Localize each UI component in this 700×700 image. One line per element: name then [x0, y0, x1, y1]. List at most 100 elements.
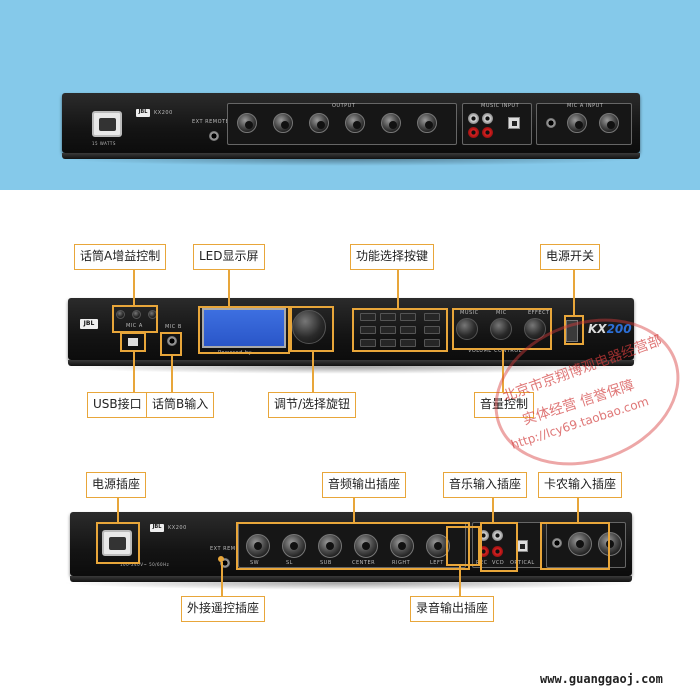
xlr-out-top-3 — [309, 113, 329, 133]
xlr-in-top-2 — [599, 113, 619, 133]
mic-jack-top — [546, 118, 556, 128]
func-btn-12[interactable] — [424, 339, 440, 347]
usb-port[interactable] — [128, 338, 138, 346]
xlr-in-2 — [598, 532, 622, 556]
xlr-out-5 — [390, 534, 414, 558]
brand-logo-bottom: JBL — [150, 524, 164, 532]
model-logo-front: KX200 — [588, 322, 632, 336]
func-btn-1[interactable] — [360, 313, 376, 321]
vcd-label: VCD — [492, 560, 505, 566]
rca-top-2 — [468, 127, 479, 138]
mic-volume-knob[interactable] — [490, 318, 512, 340]
site-url: www.guanggaoj.com — [540, 672, 663, 686]
output-header-top: OUTPUT — [332, 103, 356, 109]
xlr-in-1 — [568, 532, 592, 556]
func-btn-5[interactable] — [360, 326, 376, 334]
rca-2 — [478, 546, 489, 557]
func-btn-7[interactable] — [400, 326, 416, 334]
music-plate-top: MUSIC INPUT — [462, 103, 532, 145]
dot-ext-remote — [218, 556, 224, 562]
hl-music-input — [480, 522, 518, 572]
model-label-bottom: KX200 — [168, 525, 187, 531]
xlr-out-top-5 — [381, 113, 401, 133]
label-rec-output: 录音输出插座 — [410, 596, 495, 622]
volume-control-caption: VOLUME CONTROL — [468, 348, 522, 354]
out-label-sl: SL — [286, 560, 293, 566]
music-header-top: MUSIC INPUT — [481, 103, 520, 109]
label-ext-remote-socket: 外接遥控插座 — [181, 596, 266, 622]
xlr-out-top-6 — [417, 113, 437, 133]
func-btn-9[interactable] — [360, 339, 376, 347]
rear-device-top: 15 WATTS JBL KX200 EXT REMOTE OUTPUT MUS… — [62, 93, 640, 159]
vol-label-music: MUSIC — [460, 310, 479, 316]
func-btn-10[interactable] — [380, 339, 396, 347]
gain-knob-1[interactable] — [116, 310, 125, 319]
label-usb-port: USB接口 — [87, 392, 148, 418]
hl-volume — [452, 308, 552, 350]
func-btn-2[interactable] — [380, 313, 396, 321]
mic-a-label: MIC A — [126, 323, 143, 329]
optical-top — [508, 117, 520, 129]
model-label-top: KX200 — [154, 110, 173, 116]
mic-jack — [552, 538, 562, 548]
out-label-left: LEFT — [430, 560, 444, 566]
label-volume-control: 音量控制 — [474, 392, 535, 418]
hl-usb — [120, 332, 146, 352]
brand-logo-front: JBL — [80, 319, 98, 329]
label-led-display: LED显示屏 — [193, 244, 265, 270]
effect-volume-knob[interactable] — [524, 318, 546, 340]
label-music-input: 音乐输入插座 — [443, 472, 528, 498]
music-plate — [472, 522, 542, 568]
power-switch[interactable] — [566, 320, 578, 342]
label-power-switch: 电源开关 — [540, 244, 601, 270]
label-adjust-knob: 调节/选择旋钮 — [268, 392, 357, 418]
hl-knob — [290, 306, 334, 352]
adjust-knob[interactable] — [292, 310, 326, 344]
hl-mic-a-gain — [112, 305, 158, 333]
hl-mic-b — [160, 332, 182, 356]
mic-b-label: MIC B — [165, 324, 182, 330]
hl-lcd — [198, 306, 290, 354]
func-btn-8[interactable] — [424, 326, 440, 334]
hl-xlr-input — [540, 522, 610, 570]
gain-knob-2[interactable] — [132, 310, 141, 319]
ext-remote-label: EXT REMOTE — [210, 546, 248, 552]
out-label-sw: SW — [250, 560, 260, 566]
brand-logo-top: JBL — [136, 109, 150, 117]
rca-top-3 — [482, 113, 493, 124]
xlr-in-top-1 — [567, 113, 587, 133]
power-socket-top — [92, 111, 122, 137]
hl-func — [352, 308, 448, 352]
mic-b-jack[interactable] — [167, 336, 177, 346]
rca-top-4 — [482, 127, 493, 138]
label-power-socket: 电源插座 — [86, 472, 147, 498]
label-mic-b-input: 话筒B输入 — [146, 392, 215, 418]
power-rating-label: 15 WATTS — [92, 141, 116, 146]
xlr-out-4 — [354, 534, 378, 558]
vol-label-mic: MIC — [496, 310, 507, 316]
label-xlr-input: 卡农输入插座 — [538, 472, 623, 498]
power-socket-bottom — [102, 530, 132, 556]
func-btn-6[interactable] — [380, 326, 396, 334]
func-btn-4[interactable] — [424, 313, 440, 321]
label-mic-a-gain: 话筒A增益控制 — [74, 244, 167, 270]
label-function-buttons: 功能选择按键 — [350, 244, 435, 270]
lcd-screen — [202, 308, 286, 348]
ext-remote-jack-top — [209, 131, 219, 141]
func-btn-3[interactable] — [400, 313, 416, 321]
rca-top-1 — [468, 113, 479, 124]
voltage-label: 100-240V~ 50/60Hz — [120, 562, 170, 567]
mic-header-top: MIC A INPUT — [567, 103, 604, 109]
func-btn-11[interactable] — [400, 339, 416, 347]
front-device: JBL MIC A MIC B Powered by MUSIC MIC EFF… — [68, 298, 634, 366]
hl-audio-output — [236, 522, 470, 570]
xlr-out-top-2 — [273, 113, 293, 133]
optical-label: OPTICAL — [510, 560, 535, 566]
music-volume-knob[interactable] — [456, 318, 478, 340]
hl-power-socket — [96, 522, 140, 564]
out-label-sub: SUB — [320, 560, 332, 566]
hl-power-switch — [564, 315, 584, 345]
xlr-out-1 — [246, 534, 270, 558]
out-label-center: CENTER — [352, 560, 376, 566]
ext-remote-label-top: EXT REMOTE — [192, 119, 230, 125]
